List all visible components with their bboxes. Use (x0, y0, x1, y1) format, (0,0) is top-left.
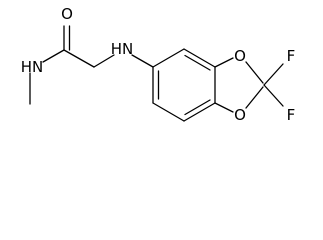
atom-f-bottom: F (287, 106, 296, 124)
bond-ring-c7-c6 (152, 102, 185, 122)
bond-amine-n-ring (131, 54, 154, 68)
atom-f-top: F (287, 47, 296, 65)
bond-o-bottom-cf2 (245, 86, 264, 109)
bond-ring-c4-c3a-double (184, 54, 211, 71)
atom-o-carbonyl: O (61, 5, 73, 23)
bond-carbonyl-amide-n (42, 49, 65, 63)
bonds (29, 25, 284, 122)
bond-cf2-f-top (263, 63, 284, 86)
bond-c7a-o-bottom (214, 102, 234, 113)
bond-cf2-f-bottom (263, 84, 284, 107)
bond-o-top-cf2 (245, 61, 264, 84)
molecule-structure: O HN HN O O F F (21, 5, 296, 124)
bond-ring-c4-c3a (183, 48, 216, 68)
atom-o-ring-top: O (234, 47, 246, 65)
atom-n-amine: HN (111, 40, 134, 58)
bond-ring-c7a-c7 (183, 102, 216, 122)
bond-carbonyl-ch2 (63, 49, 95, 68)
atom-labels: O HN HN O O F F (21, 5, 296, 124)
bond-c3a-o-top (214, 57, 234, 68)
bond-ring-c5-c4 (152, 48, 185, 68)
bond-ring-c7a-c7-double (184, 99, 211, 116)
bond-ch2-amine-n (93, 54, 115, 68)
atom-n-amide: HN (21, 58, 44, 76)
atom-o-ring-bottom: O (234, 106, 246, 124)
